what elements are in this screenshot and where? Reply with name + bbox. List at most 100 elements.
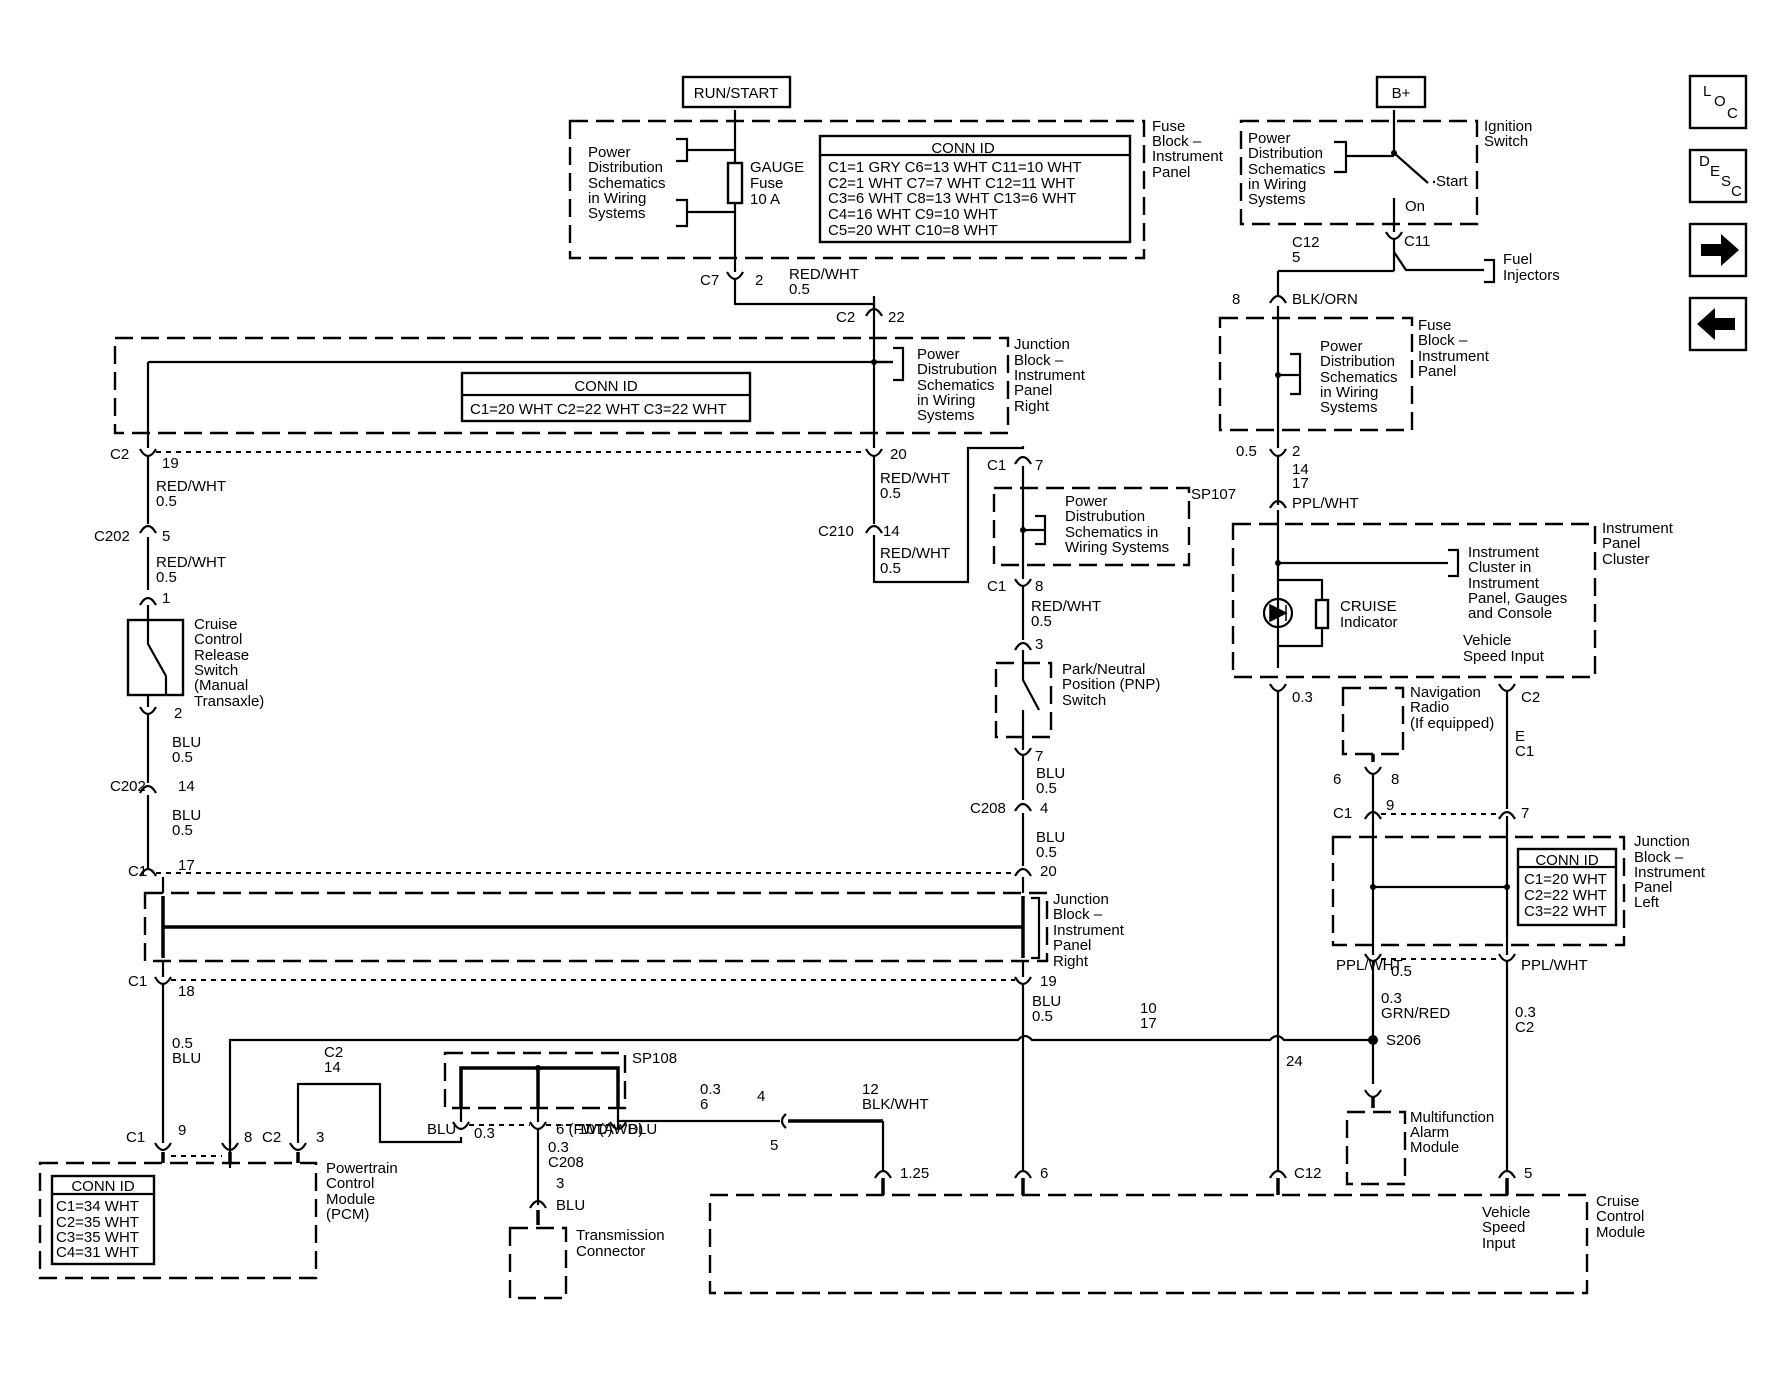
- diagram-label: BLU: [172, 1050, 201, 1067]
- diagram-label: Instrument: [1468, 575, 1540, 592]
- diagram-label: 6: [700, 1096, 708, 1113]
- diagram-label: Power: [1065, 493, 1108, 510]
- diagram-label: 0.3: [474, 1125, 495, 1142]
- multifunction-alarm-module: Multifunction Alarm Module: [1345, 1089, 1494, 1186]
- diagram-label: C11: [1404, 233, 1430, 250]
- diagram-label: Block –: [1152, 133, 1202, 150]
- diagram-label: E: [1710, 163, 1720, 180]
- diagram-label: 1: [162, 590, 170, 607]
- diagram-label: S206: [1386, 1032, 1421, 1049]
- diagram-label: Start: [1436, 173, 1469, 190]
- diagram-label: Alarm: [1410, 1124, 1449, 1141]
- c208-wire: 0.3 6 4 5 12 BLK/WHT: [616, 1081, 929, 1170]
- diagram-label: C7: [700, 272, 719, 289]
- diagram-label: 8: [1035, 578, 1043, 595]
- diagram-label: RED/WHT: [1031, 598, 1101, 615]
- prev-arrow-button[interactable]: [1688, 296, 1748, 352]
- c11-wire: 0.5 2 14 17 PPL/WHT: [1236, 443, 1359, 512]
- diagram-label: 5: [162, 528, 170, 545]
- diagram-label: Transmission: [576, 1227, 665, 1244]
- diagram-label: BLU: [628, 1121, 657, 1138]
- diagram-label: SP107: [1191, 486, 1236, 503]
- diagram-label: PPL/WHT: [1521, 957, 1588, 974]
- diagram-label: C1: [987, 578, 1006, 595]
- diagram-label: Module: [326, 1191, 375, 1208]
- diagram-label: Junction: [1014, 336, 1070, 353]
- diagram-label: 14: [178, 778, 195, 795]
- diagram-label: Instrument: [1014, 367, 1086, 384]
- diagram-label: Instrument: [1634, 864, 1706, 881]
- diagram-label: 9: [1386, 797, 1394, 814]
- diagram-label: 0.5: [156, 493, 177, 510]
- diagram-label: Connector: [576, 1243, 645, 1260]
- diagram-label: Vehicle: [1482, 1204, 1530, 1221]
- diagram-label: C1=1 GRY C6=13 WHT C11=10 WHT: [828, 159, 1082, 176]
- diagram-label: GAUGE: [750, 159, 804, 176]
- desc-button[interactable]: D E S C: [1688, 148, 1748, 204]
- fuse-block-instrument-panel-right: Power Distribution Schematics in Wiring …: [1218, 316, 1490, 432]
- diagram-label: 6 (FWD): [556, 1121, 613, 1138]
- diagram-label: 10: [1140, 1000, 1157, 1017]
- diagram-label: C208: [548, 1154, 584, 1171]
- diagram-label: C: [1727, 105, 1738, 122]
- diagram-label: BLU: [1036, 765, 1065, 782]
- loc-button[interactable]: L O C: [1688, 74, 1748, 130]
- diagram-label: 2: [174, 705, 182, 722]
- diagram-label: RED/WHT: [156, 478, 226, 495]
- b-plus-tag: B+: [1375, 75, 1427, 109]
- diagram-label: in Wiring: [588, 190, 646, 207]
- next-arrow-button[interactable]: [1688, 222, 1748, 278]
- jb-left-outputs: PPL/WHT 0.5 PPL/WHT 0.3 GRN/RED 0.3 C2 S…: [1336, 953, 1588, 1170]
- ignition-switch: Power Distribution Schematics in Wiring …: [1239, 110, 1532, 226]
- diagram-label: 17: [178, 857, 195, 874]
- diagram-label: C1=20 WHT C2=22 WHT C3=22 WHT: [470, 401, 727, 418]
- diagram-label: Speed Input: [1463, 648, 1545, 665]
- diagram-label: 22: [888, 309, 905, 326]
- diagram-label: 3: [1035, 636, 1043, 653]
- diagram-label: C2: [1515, 1019, 1534, 1036]
- diagram-label: Panel: [1014, 382, 1052, 399]
- diagram-label: Panel: [1634, 879, 1672, 896]
- diagram-label: 0.3: [700, 1081, 721, 1098]
- diagram-label: 0.5: [1031, 613, 1052, 630]
- diagram-label: Systems: [588, 205, 646, 222]
- run-start-tag: RUN/START: [681, 75, 792, 109]
- diagram-label: Cluster in: [1468, 559, 1531, 576]
- diagram-label: PPL/WHT: [1336, 957, 1403, 974]
- diagram-label: Block –: [1418, 332, 1468, 349]
- arrow-left-icon: [1697, 308, 1735, 340]
- diagram-label: Speed: [1482, 1219, 1525, 1236]
- diagram-label: BLU: [556, 1197, 585, 1214]
- junction-block-instrument-panel-right-top: CONN ID C1=20 WHT C2=22 WHT C3=22 WHT Po…: [113, 296, 1086, 448]
- diagram-label: C1: [987, 457, 1006, 474]
- diagram-label: C1=34 WHT: [56, 1198, 139, 1215]
- diagram-label: (If equipped): [1410, 715, 1494, 732]
- diagram-label: 2: [755, 272, 763, 289]
- diagram-label: C2: [262, 1129, 281, 1146]
- diagram-label: 7: [1035, 748, 1043, 765]
- diagram-label: 10 A: [750, 191, 780, 208]
- diagram-label: Panel: [1418, 363, 1456, 380]
- diagram-label: 0.5: [1036, 844, 1057, 861]
- c2-pins: C2 19 20 RED/WHT 0.5 RED/WHT 0.5: [110, 446, 950, 524]
- diagram-label: 3: [556, 1175, 564, 1192]
- diagram-label: Input: [1482, 1235, 1516, 1252]
- diagram-label: Panel: [1602, 535, 1640, 552]
- diagram-label: 0.3: [1292, 689, 1313, 706]
- diagram-label: Distribution: [588, 159, 663, 176]
- diagram-label: 0.5: [1036, 780, 1057, 797]
- diagram-label: Junction: [1053, 891, 1109, 908]
- diagram-label: RED/WHT: [880, 545, 950, 562]
- diagram-label: (Manual: [194, 677, 248, 694]
- diagram-label: 0.5: [172, 749, 193, 766]
- diagram-label: BLU: [1032, 993, 1061, 1010]
- diagram-label: 17: [1140, 1015, 1157, 1032]
- diagram-label: 8: [1391, 771, 1399, 788]
- diagram-label: Power: [1320, 338, 1363, 355]
- diagram-label: 6: [1040, 1165, 1048, 1182]
- diagram-label: 1.25: [900, 1165, 929, 1182]
- diagram-label: 20: [890, 446, 907, 463]
- diagram-label: Switch: [1484, 133, 1528, 150]
- diagram-label: Panel, Gauges: [1468, 590, 1567, 607]
